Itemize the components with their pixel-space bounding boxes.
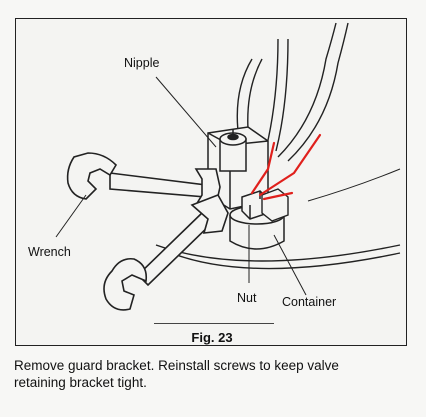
figure-caption: Fig. 23 xyxy=(191,330,233,345)
label-container: Container xyxy=(282,295,337,309)
caption-divider xyxy=(154,323,274,324)
instruction-line-2: retaining bracket tight. xyxy=(14,375,147,390)
valve-assembly-diagram xyxy=(55,22,401,311)
label-nipple: Nipple xyxy=(124,56,160,70)
water-tubes xyxy=(236,22,349,162)
instruction-text: Remove guard bracket. Reinstall screws t… xyxy=(14,357,414,391)
instruction-line-1: Remove guard bracket. Reinstall screws t… xyxy=(14,358,339,373)
figure-frame: Nipple Wrench Nut Container Fig. 23 xyxy=(15,18,407,346)
label-leader-lines xyxy=(55,76,307,296)
red-annotation-marks xyxy=(250,133,322,201)
label-nut: Nut xyxy=(237,291,257,305)
lower-wrench xyxy=(103,194,229,311)
upper-wrench xyxy=(66,152,221,206)
label-wrench: Wrench xyxy=(28,245,71,259)
nipple xyxy=(219,129,247,172)
